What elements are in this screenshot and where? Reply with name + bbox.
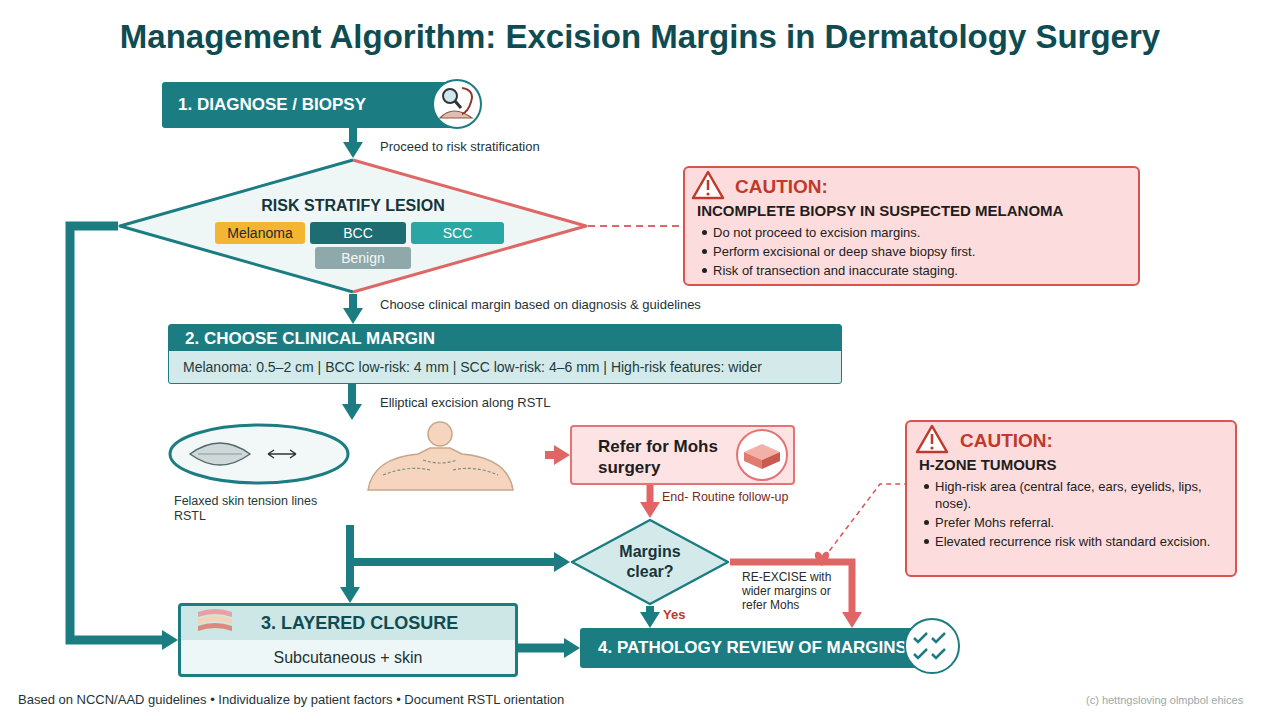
skin-mound	[440, 111, 472, 118]
warning-bar	[931, 434, 934, 444]
caution-text: Prefer Mohs referral.	[921, 514, 1236, 531]
edge-label: RE-EXCISE with wider margins or refer Mo…	[742, 570, 844, 612]
decision-diamond: RISK STRATIFY LESION MelanomaBCCSCCBenign	[118, 158, 588, 294]
ellipse-outline	[170, 425, 348, 483]
icon-circle	[905, 619, 959, 673]
muscle-layer	[198, 623, 232, 631]
layers-icon	[198, 609, 232, 631]
flow-arrow	[518, 644, 568, 653]
caution-box: CAUTION: H-ZONE TUMOURS High-risk area (ce…	[905, 420, 1237, 577]
tissue-side	[762, 452, 780, 469]
process-box: 4. PATHOLOGY REVIEW OF MARGINS	[580, 628, 935, 668]
warning-triangle	[693, 172, 723, 198]
double-arrow	[268, 450, 296, 458]
warning-dot	[930, 446, 933, 449]
category-chip: Benign	[315, 247, 411, 269]
figure-torso	[368, 448, 513, 490]
chip-label: Melanoma	[215, 222, 305, 244]
illustration-panel: Felaxed skin tension lines RSTL	[168, 420, 545, 525]
footer-note: Based on NCCN/AAD guidelines • Individua…	[18, 692, 778, 708]
watermark: (c) hettngsloving olmpbol ehices	[1086, 694, 1276, 708]
tension-lines	[383, 460, 498, 475]
category-chip: SCC	[411, 222, 504, 244]
chip-label: Benign	[315, 247, 411, 269]
warning-icon	[917, 426, 947, 452]
diamond-fill	[572, 520, 728, 604]
caution-text: Do not proceed to excision margins.	[699, 224, 1129, 241]
edge-label: Yes	[663, 607, 703, 623]
magnifier-handle	[455, 101, 461, 108]
caution-text: INCOMPLETE BIOPSY IN SUSPECTED MELANOMA	[697, 202, 1137, 221]
edge-label: Proceed to risk stratification	[380, 139, 700, 155]
diagram-title: Management Algorithm: Excision Margins i…	[0, 16, 1280, 57]
decision-title: RISK STRATIFY LESION	[118, 196, 588, 216]
edge-label: Choose clinical margin based on diagnosi…	[380, 297, 800, 313]
decision-diamond: Margins clear?	[570, 518, 730, 606]
caution-text: Risk of transection and inaccurate stagi…	[699, 262, 1129, 279]
figure-head	[428, 422, 452, 446]
tissue-side	[744, 452, 762, 469]
biopsy-icon	[433, 80, 481, 128]
step-text: 2. CHOOSE CLINICAL MARGIN	[185, 328, 685, 349]
elliptical-excision	[190, 443, 250, 465]
caution-text: High-risk area (central face, ears, eyel…	[921, 478, 1236, 512]
excision-axis	[198, 454, 242, 455]
referral-text: Refer for Mohs surgery	[598, 436, 748, 478]
warning-bar	[707, 180, 710, 190]
icon-circle	[433, 80, 481, 128]
referral-box: Refer for Mohs surgery	[570, 425, 795, 485]
leader-line	[824, 484, 905, 558]
tissue-top	[744, 444, 780, 460]
caution-text: H-ZONE TUMOURS	[919, 456, 1229, 475]
biopsy-hook	[462, 88, 472, 114]
mohs-icon	[737, 430, 787, 480]
edge-label: End- Routine follow-up	[662, 490, 812, 506]
flow-arrow	[350, 525, 558, 562]
skin-layer	[198, 609, 232, 617]
chip-label: BCC	[310, 222, 406, 244]
chip-label: SCC	[411, 222, 504, 244]
flow-arrow	[70, 226, 166, 640]
caution-text: Perform excisional or deep shave biopsy …	[699, 243, 1129, 260]
dashed-connector	[588, 225, 683, 227]
check-marks	[914, 633, 945, 658]
flow-arrow	[349, 128, 357, 146]
fat-layer	[198, 616, 232, 624]
process-box: 2. CHOOSE CLINICAL MARGIN Melanoma: 0.5–2…	[168, 324, 842, 384]
process-box: 3. LAYERED CLOSURE Subcutaneous + skin	[178, 603, 518, 677]
warning-triangle	[917, 426, 947, 452]
red-marker	[815, 552, 829, 566]
step-text: Subcutaneous + skin	[181, 648, 515, 668]
check-icon	[905, 619, 959, 673]
illustration-caption: Felaxed skin tension lines RSTL	[174, 494, 324, 524]
flow-arrow	[646, 606, 654, 616]
process-box: 1. DIAGNOSE / BIOPSY	[162, 82, 455, 128]
flow-arrow	[545, 451, 558, 459]
flow-arrow	[730, 562, 852, 616]
caution-box: CAUTION: INCOMPLETE BIOPSY IN SUSPECTED M…	[683, 166, 1140, 286]
edge-label: Elliptical excision along RSTL	[380, 395, 640, 411]
decision-text: Margins clear?	[600, 542, 700, 582]
step-text: 3. LAYERED CLOSURE	[261, 612, 511, 635]
flow-arrow	[647, 485, 654, 506]
warning-dot	[706, 192, 709, 195]
flow-arrow	[349, 294, 357, 312]
category-chip: Melanoma	[215, 222, 305, 244]
excision-illustration	[170, 422, 513, 490]
warning-icon	[693, 172, 723, 198]
caution-text: CAUTION:	[735, 175, 1035, 199]
diamond-fill	[120, 160, 586, 292]
caution-text: Elevated recurrence risk with standard e…	[921, 533, 1236, 550]
step-title: 1. DIAGNOSE / BIOPSY	[178, 94, 438, 115]
diamond-outline	[570, 518, 730, 606]
step-text: Melanoma: 0.5–2 cm | BCC low-risk: 4 mm …	[183, 359, 833, 377]
caution-text: CAUTION:	[960, 429, 1210, 453]
step-title: 4. PATHOLOGY REVIEW OF MARGINS	[598, 637, 918, 658]
flow-arrow	[348, 384, 356, 408]
category-chip: BCC	[310, 222, 406, 244]
magnifier-lens	[443, 89, 457, 103]
icon-circle	[737, 430, 787, 480]
